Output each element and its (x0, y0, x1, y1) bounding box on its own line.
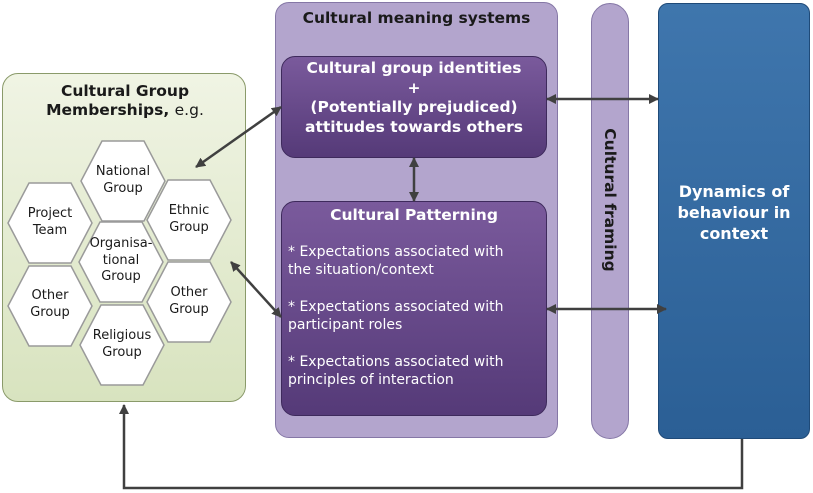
feedback-arrow-dynamics-to-groups (119, 404, 744, 490)
dynamics-of-behaviour-text: Dynamics of behaviour in context (677, 182, 791, 243)
hexagon-organisational (78, 221, 164, 303)
cultural-group-memberships-title: Cultural Group Memberships, e.g. (46, 82, 204, 119)
hexagon-other-right (146, 261, 232, 343)
cultural-meaning-systems-title: Cultural meaning systems (302, 9, 531, 27)
hexagon-religious (79, 304, 165, 386)
cultural-framing-bar (591, 3, 629, 439)
arrow-groups-to-patterning (230, 261, 282, 318)
arrow-groups-to-identities (195, 105, 282, 169)
cultural-patterning-title: Cultural Patterning (330, 206, 498, 224)
dynamics-of-behaviour-box (658, 3, 810, 439)
cultural-group-identities-text: Cultural group identities + (Potentially… (305, 59, 523, 137)
hexagon-other-left (7, 265, 93, 347)
cultural-patterning-box (281, 201, 547, 416)
hexagon-ethnic (146, 179, 232, 261)
hexagon-project-team (7, 182, 93, 264)
hexagon-national (80, 140, 166, 222)
cultural-group-identities-box (281, 56, 547, 158)
